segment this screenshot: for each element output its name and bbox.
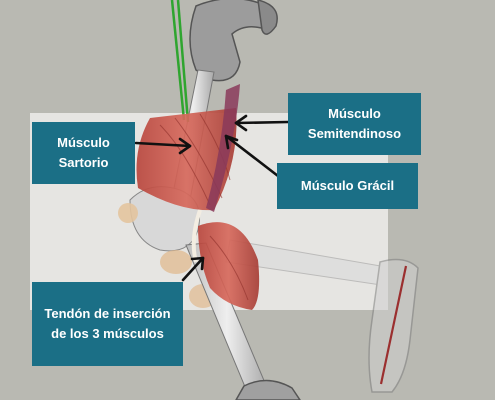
arrow-tendon (181, 256, 205, 282)
label-musculo-semitendinoso: Músculo Semitendinoso (288, 93, 421, 155)
label-sartorio-line2: Sartorio (58, 155, 109, 170)
ankle-bone (235, 379, 301, 400)
arrow-gracil (224, 134, 280, 178)
label-gracil-line1: Músculo Grácil (300, 178, 395, 193)
label-musculo-gracil: Músculo Grácil (277, 163, 418, 209)
calf-muscle (198, 222, 260, 310)
foot-bone-line (379, 265, 408, 385)
label-tendon-line1: Tendón de inserción (44, 306, 171, 321)
label-semitendinoso-line2: Semitendinoso (307, 126, 402, 141)
gracilis-upper (206, 84, 240, 212)
arrow-sartorio (134, 141, 192, 148)
label-tendon-insercion: Tendón de inserción de los 3 músculos (32, 282, 183, 366)
arrow-semitendinoso (234, 120, 290, 125)
label-sartorio-line1: Músculo (57, 135, 110, 150)
thigh-muscles (136, 108, 237, 211)
label-tendon-line2: de los 3 músculos (51, 326, 164, 341)
pelvis-bone (189, 0, 278, 82)
label-musculo-sartorio: Músculo Sartorio (32, 122, 135, 184)
knee-joint (118, 186, 217, 308)
pointer-arrows (134, 114, 290, 282)
label-semitendinoso-line1: Músculo (328, 106, 381, 121)
